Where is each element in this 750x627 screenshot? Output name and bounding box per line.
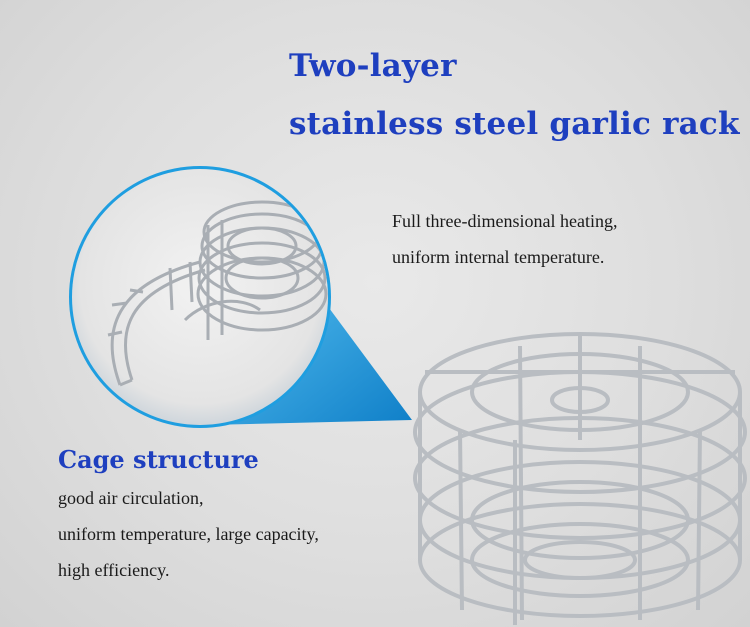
garlic-rack	[413, 332, 747, 625]
cage-line-2: uniform temperature, large capacity,	[58, 524, 319, 544]
heating-line-2: uniform internal temperature.	[392, 247, 605, 267]
cage-structure-title: Cage structure	[58, 445, 259, 474]
cage-line-3: high efficiency.	[58, 560, 170, 580]
heating-line-1: Full three-dimensional heating,	[392, 211, 618, 231]
magnifier-lens	[69, 166, 331, 428]
cage-line-1: good air circulation,	[58, 488, 204, 508]
heating-description: Full three-dimensional heating, uniform …	[392, 203, 617, 275]
headline-line-1: Two-layer	[289, 48, 457, 84]
cage-description: good air circulation, uniform temperatur…	[58, 480, 319, 588]
headline-line-2: stainless steel garlic rack	[289, 106, 740, 142]
